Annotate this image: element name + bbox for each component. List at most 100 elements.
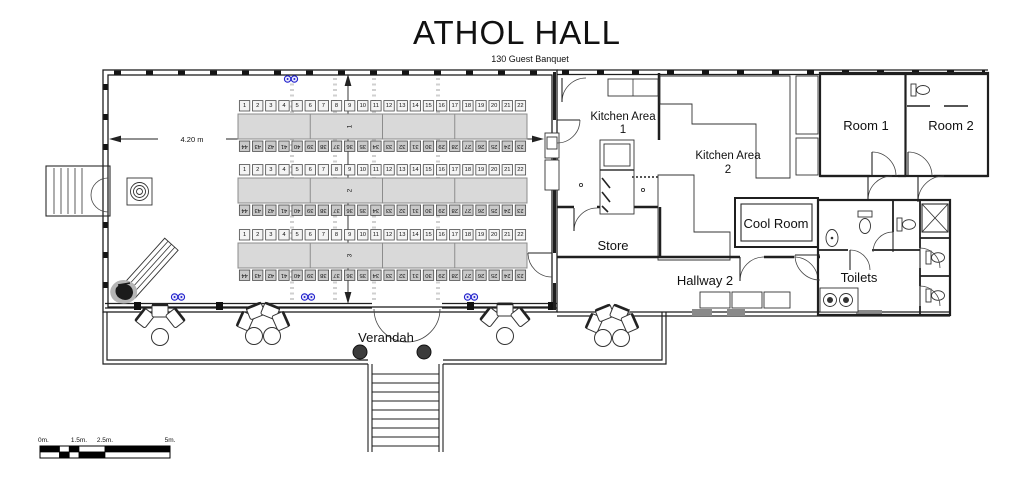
wall-posts (134, 302, 555, 310)
seat (252, 229, 264, 241)
seat (409, 204, 421, 216)
seat (449, 269, 461, 281)
seat-number: 6 (309, 167, 312, 173)
seat (396, 100, 408, 112)
seat (449, 204, 461, 216)
seat (383, 229, 395, 241)
page-subtitle: 130 Guest Banquet (491, 54, 569, 64)
seat-number: 10 (360, 167, 366, 173)
seat-number: 34 (372, 272, 379, 278)
rooms-block (818, 71, 990, 203)
main-hall-walls (102, 69, 558, 313)
seat-number: 24 (503, 143, 510, 149)
seat-number: 42 (268, 272, 274, 278)
seat (238, 100, 251, 112)
seat (514, 140, 527, 152)
seat-number: 13 (399, 232, 405, 238)
seat (462, 100, 474, 112)
seat-number: 41 (281, 207, 287, 213)
window-ticks (103, 70, 550, 300)
outdoor-chair-icon (245, 301, 266, 320)
seat (317, 229, 329, 241)
seat (462, 269, 474, 281)
seat-number: 30 (425, 207, 431, 213)
cool-room-label: Cool Room (743, 216, 808, 231)
seat (317, 269, 329, 281)
store-label: Store (597, 238, 628, 253)
outdoor-table-icon (612, 329, 630, 347)
power-outlet-icon (463, 293, 479, 301)
seat (330, 204, 343, 216)
seat-number: 3 (269, 232, 272, 238)
seat (475, 140, 487, 152)
seat-number: 41 (281, 143, 287, 149)
seat-number: 20 (491, 232, 497, 238)
verandah-label: Verandah (358, 330, 414, 345)
scale-bar: 0m.1.5m.2.5m.5m. (38, 437, 176, 459)
seat-number: 32 (399, 207, 405, 213)
seat-number: 5 (295, 103, 298, 109)
seat (252, 204, 264, 216)
ramp-icon (121, 237, 179, 299)
seat (344, 269, 356, 281)
seat (462, 140, 474, 152)
scale-bar-label: 1.5m. (71, 437, 87, 444)
seat-number: 2 (256, 167, 259, 173)
seat-number: 4 (282, 103, 286, 109)
seat (330, 164, 343, 176)
seat (344, 229, 356, 241)
kitchen-area-2 (657, 75, 819, 309)
seat-number: 37 (333, 272, 339, 278)
seat (514, 229, 527, 241)
seat-number: 5 (295, 232, 298, 238)
seat-number: 43 (254, 272, 260, 278)
seat-number: 36 (346, 143, 352, 149)
seat (462, 164, 474, 176)
seat-number: 40 (294, 207, 300, 213)
seat-number: 2 (256, 232, 259, 238)
seat (278, 164, 290, 176)
seat-number: 28 (452, 207, 458, 213)
seat-number: 18 (465, 167, 471, 173)
outdoor-chair-icon (620, 313, 640, 333)
outdoor-table-icon (496, 327, 514, 345)
seat (265, 100, 277, 112)
seat (317, 140, 329, 152)
seat-number: 6 (309, 103, 312, 109)
seat-number: 16 (438, 167, 444, 173)
seat (475, 100, 487, 112)
seat-number: 37 (333, 143, 339, 149)
seat (514, 269, 527, 281)
seat-number: 42 (268, 143, 274, 149)
seat-number: 18 (465, 103, 471, 109)
seat-number: 11 (373, 167, 379, 173)
seat-number: 35 (360, 143, 366, 149)
seat-number: 29 (438, 272, 444, 278)
seat (422, 164, 435, 176)
seat (304, 140, 316, 152)
seat (449, 100, 461, 112)
seat-number: 30 (425, 143, 431, 149)
table-number: 3 (347, 253, 354, 257)
seat (238, 164, 251, 176)
seat (383, 140, 395, 152)
seat-number: 22 (517, 103, 523, 109)
seat (475, 204, 487, 216)
seat (291, 164, 303, 176)
seat (488, 229, 500, 241)
seat (409, 100, 421, 112)
seat-number: 33 (386, 207, 392, 213)
seat (436, 269, 448, 281)
room2-label: Room 2 (928, 118, 974, 133)
seat (370, 140, 382, 152)
seat-number: 24 (503, 207, 510, 213)
verandah-furniture (134, 301, 640, 347)
seat (409, 164, 421, 176)
outdoor-table-icon (263, 327, 281, 345)
seat (370, 229, 382, 241)
seat-number: 29 (438, 143, 444, 149)
double-basin-icon (819, 287, 859, 313)
seat-number: 8 (335, 167, 338, 173)
